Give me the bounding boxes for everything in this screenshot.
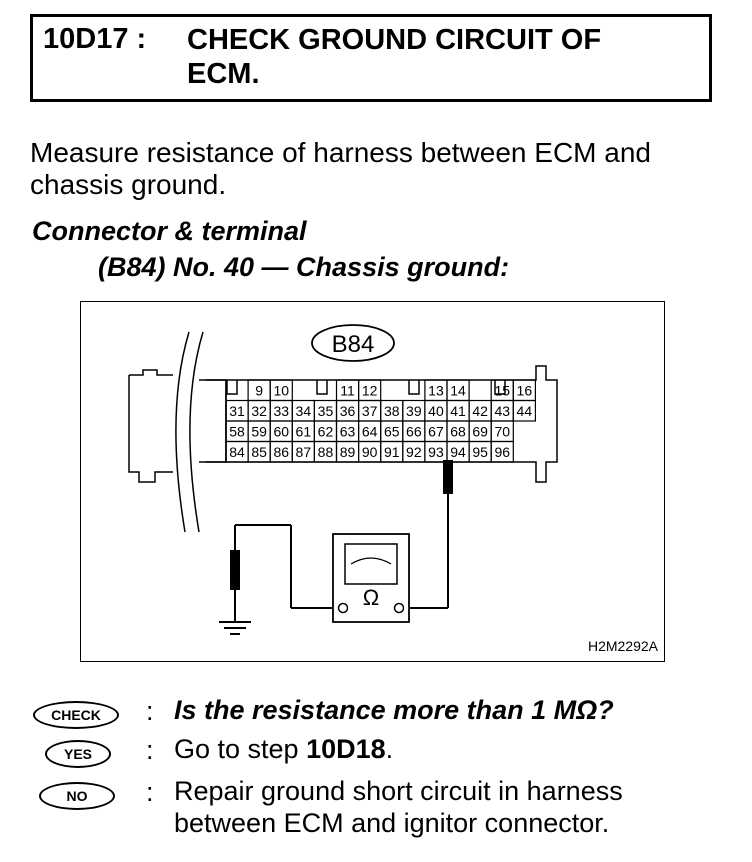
terminal-44-cell [512,399,536,422]
terminal-32: 32 [251,403,267,419]
terminal-66: 66 [406,424,422,440]
terminal-88: 88 [318,444,334,460]
terminal-60: 60 [273,424,289,440]
lock-slots [226,380,506,395]
terminal-10: 10 [273,383,289,399]
terminal-16: 16 [517,383,533,399]
connector-heading: Connector & terminal [32,216,307,246]
terminal-67: 67 [428,424,444,440]
ohmmeter-scale [350,557,392,565]
connector-detail: (B84) No. 40 — Chassis ground: [98,252,510,282]
step-title-box: 10D17 : CHECK GROUND CIRCUIT OF ECM. [30,14,712,102]
terminal-13: 13 [428,383,444,399]
no-badge: NO [39,782,115,810]
break-line-right [189,331,204,533]
terminal-40: 40 [428,403,444,419]
terminal-58: 58 [229,424,245,440]
terminal-95: 95 [472,444,488,460]
instruction-line2: chassis ground. [30,169,227,200]
no-colon: : [146,777,154,807]
terminal-85: 85 [251,444,267,460]
terminal-36: 36 [340,403,356,419]
no-text-line1: Repair ground short circuit in harness [174,776,623,806]
figure-code: H2M2292A [588,638,659,654]
yes-text-prefix: Go to step [174,734,307,764]
connector-label-oval [311,324,395,362]
terminal-31: 31 [229,403,245,419]
terminal-62: 62 [318,424,334,440]
terminal-59: 59 [251,424,267,440]
terminal-42: 42 [472,403,488,419]
check-colon: : [146,696,154,726]
step-title-line1: CHECK GROUND CIRCUIT OF [187,24,602,56]
terminal-64: 64 [362,424,378,440]
step-title-line2: ECM. [187,58,260,90]
terminal-96-cell [490,440,514,463]
connector-figure: B84 9 10 11 12 13 14 15 16 31 32 33 34 35 36 37 38 39 40 4… [80,301,665,662]
yes-text-suffix: . [385,734,394,764]
instruction-text: Measure resistance of harness between EC… [30,137,730,201]
terminal-70: 70 [494,424,510,440]
connector-housing [225,365,558,483]
terminal-89: 89 [340,444,356,460]
terminal-93: 93 [428,444,444,460]
terminal-92: 92 [406,444,422,460]
yes-badge: YES [45,740,111,768]
yes-text: Go to step 10D18. [174,733,393,765]
step-title: CHECK GROUND CIRCUIT OF ECM. [187,23,687,91]
terminal-96: 96 [494,444,510,460]
connector-body-joint [199,379,226,463]
terminal-61: 61 [296,424,312,440]
break-line-left [175,331,190,533]
terminal-15: 15 [494,383,510,399]
probe-ground [230,550,240,590]
terminal-94: 94 [450,444,466,460]
terminal-33: 33 [273,403,289,419]
terminal-87: 87 [296,444,312,460]
terminal-43: 43 [494,403,510,419]
terminal-14: 14 [450,383,466,399]
terminal-34: 34 [296,403,312,419]
terminal-41: 41 [450,403,466,419]
terminal-69: 69 [472,424,488,440]
terminal-86: 86 [273,444,289,460]
meter-terminal-right [393,602,405,614]
terminal-35: 35 [318,403,334,419]
step-number: 10D17 : [43,23,147,55]
ohm-symbol: Ω [363,585,379,610]
no-text: Repair ground short circuit in harness b… [174,775,623,839]
yes-step-link: 10D18 [306,734,386,764]
terminal-84: 84 [229,444,245,460]
terminal-9: 9 [255,383,263,399]
terminal-grid: 9 10 11 12 13 14 15 16 31 32 33 34 35 36 37 38 39 40 41 42 4… [225,379,536,463]
terminal-65: 65 [384,424,400,440]
terminal-90: 90 [362,444,378,460]
terminal-37: 37 [362,403,378,419]
terminal-68: 68 [450,424,466,440]
connector-label: B84 [332,331,375,358]
instruction-line1: Measure resistance of harness between EC… [30,137,651,168]
yes-colon: : [146,735,154,765]
terminal-91: 91 [384,444,400,460]
terminal-11: 11 [340,383,355,399]
check-question: Is the resistance more than 1 MΩ? [174,695,614,725]
connector-diagram: B84 9 10 11 12 13 14 15 16 31 32 33 34 35 36 37 38 39 40 4… [128,324,659,654]
terminal-44: 44 [517,403,533,419]
terminal-38: 38 [384,403,400,419]
probe-tip-ecm [443,460,453,494]
meter-terminal-left [337,602,349,614]
check-badge: CHECK [33,701,119,729]
terminal-39: 39 [406,403,422,419]
ohmmeter-display [344,543,398,585]
terminal-63: 63 [340,424,356,440]
no-text-line2: between ECM and ignitor connector. [174,808,610,838]
terminal-12: 12 [362,383,378,399]
